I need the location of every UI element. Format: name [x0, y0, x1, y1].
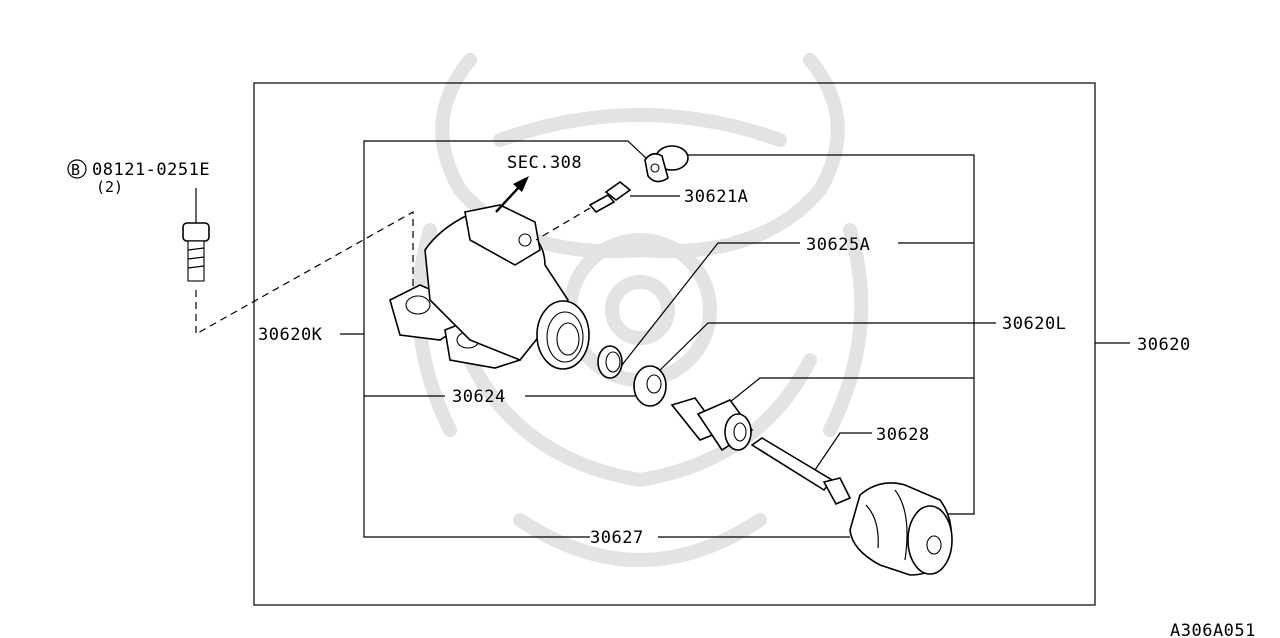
piston-cup	[633, 365, 667, 407]
flange-bolt	[182, 188, 210, 282]
label-30625A: 30625A	[806, 235, 870, 255]
assembly-frame	[253, 82, 1096, 606]
bleeder-screw	[588, 180, 680, 214]
push-rod	[750, 437, 852, 506]
bleeder-cap	[644, 145, 689, 183]
bolt-part-number: 08121-0251E	[92, 160, 210, 180]
label-30621A: 30621A	[684, 187, 748, 207]
kit-bracket-right	[621, 154, 1130, 515]
piston	[670, 397, 754, 452]
label-30628: 30628	[876, 425, 930, 445]
label-30620L: 30620L	[1002, 314, 1066, 334]
dust-boot	[849, 482, 953, 576]
bolt-symbol: B	[71, 161, 80, 179]
bleeder-path-dashed	[535, 207, 591, 241]
seal-cup	[597, 345, 623, 379]
kit-bracket-left	[340, 140, 850, 538]
label-30620K: 30620K	[258, 325, 323, 345]
bolt-callout: B 08121-0251E (2)	[67, 159, 210, 196]
label-30620: 30620	[1137, 335, 1191, 355]
label-30627: 30627	[590, 528, 644, 548]
bolt-path-dashed	[195, 210, 414, 336]
label-30624: 30624	[452, 387, 506, 407]
diagram-code: A306A051	[1170, 621, 1256, 638]
slave-cylinder-body	[389, 204, 590, 370]
bolt-quantity: (2)	[96, 178, 123, 196]
arrow-up-right-icon	[495, 176, 529, 213]
reference-sec-308: SEC.308	[507, 153, 582, 173]
